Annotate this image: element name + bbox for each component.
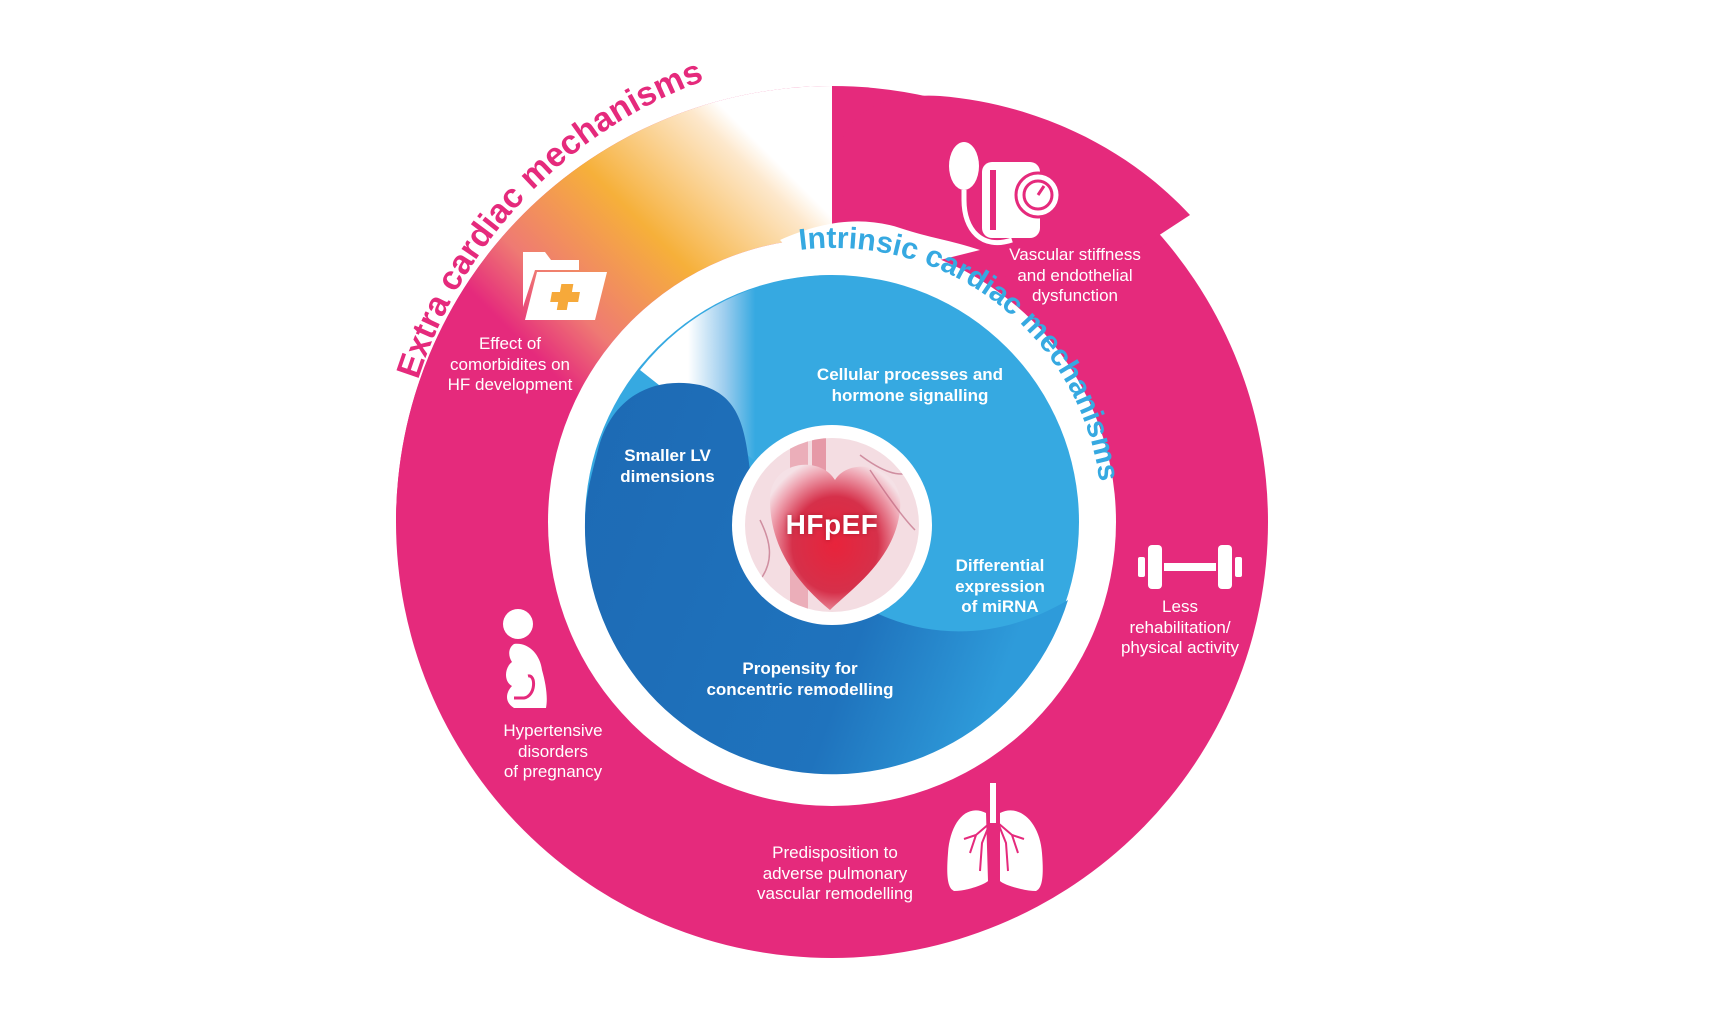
label-vascular-stiffness: Vascular stiffness and endothelial dysfu… <box>1009 245 1141 306</box>
medical-folder-icon <box>523 252 607 320</box>
label-rehabilitation: Less rehabilitation/ physical activity <box>1120 597 1240 658</box>
pregnant-woman-icon <box>503 609 547 708</box>
inner-swirl <box>584 382 1068 775</box>
label-cellular-processes: Cellular processes and hormone signallin… <box>816 365 1004 405</box>
label-comorbidities: Effect of comorbidites on HF development <box>447 334 573 395</box>
dumbbell-icon <box>1138 545 1242 589</box>
outer-ring-gradient <box>396 86 832 522</box>
label-smaller-lv: Smaller LV dimensions <box>620 446 715 486</box>
center-label: HFpEF <box>785 509 879 540</box>
lungs-icon <box>947 783 1043 891</box>
label-pulmonary-remodelling: Predisposition to adverse pulmonary vasc… <box>757 843 913 904</box>
heart-image <box>745 438 919 612</box>
blood-pressure-monitor-icon <box>949 142 1062 246</box>
label-mirna: Differential expression of miRNA <box>955 556 1045 617</box>
label-pregnancy-disorders: Hypertensive disorders of pregnancy <box>503 721 603 782</box>
label-concentric-remodelling: Propensity for concentric remodelling <box>706 659 894 699</box>
